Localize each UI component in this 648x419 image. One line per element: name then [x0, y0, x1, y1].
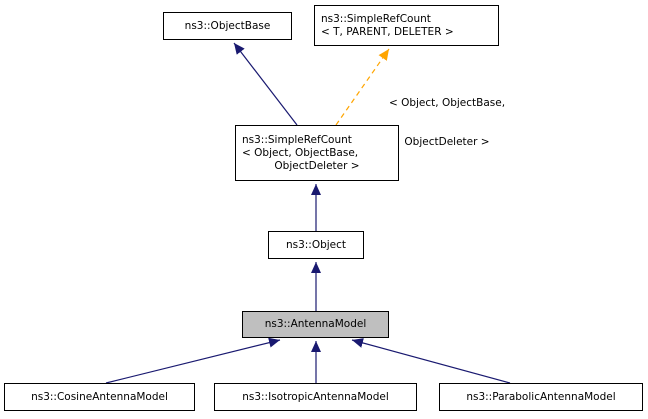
edge-parabolic-to-antennamodel — [351, 338, 511, 384]
node-object[interactable]: ns3::Object — [268, 231, 364, 259]
node-label-line3: ObjectDeleter > — [274, 159, 360, 172]
node-label: ns3::IsotropicAntennaModel — [242, 390, 389, 403]
edge-label-line2: ObjectDeleter > — [404, 136, 490, 148]
node-antenna-model[interactable]: ns3::AntennaModel — [242, 311, 389, 338]
node-label-line2: < T, PARENT, DELETER > — [321, 25, 454, 38]
node-parabolic-antenna-model[interactable]: ns3::ParabolicAntennaModel — [439, 383, 643, 411]
node-label: ns3::ParabolicAntennaModel — [466, 390, 616, 403]
node-label-line2: < Object, ObjectBase, — [242, 146, 359, 159]
node-label-line1: ns3::SimpleRefCount — [321, 12, 431, 25]
node-label: ns3::AntennaModel — [264, 318, 367, 330]
edge-cosine-to-antennamodel — [105, 337, 281, 384]
node-object-base[interactable]: ns3::ObjectBase — [163, 12, 292, 40]
edge-simplerefcount-to-objectbase — [233, 42, 298, 126]
node-label: ns3::ObjectBase — [184, 19, 271, 32]
edge-label-line1: < Object, ObjectBase, — [388, 97, 506, 109]
node-cosine-antenna-model[interactable]: ns3::CosineAntennaModel — [4, 383, 195, 411]
node-label-line1: ns3::SimpleRefCount — [242, 133, 352, 146]
template-edge-label: < Object, ObjectBase, ObjectDeleter > — [372, 71, 522, 162]
node-label: ns3::CosineAntennaModel — [31, 390, 168, 403]
node-label: ns3::Object — [285, 238, 347, 251]
node-simple-ref-count-object[interactable]: ns3::SimpleRefCount < Object, ObjectBase… — [235, 125, 399, 181]
node-isotropic-antenna-model[interactable]: ns3::IsotropicAntennaModel — [214, 383, 417, 411]
edge-template-instance — [335, 48, 390, 126]
node-simple-ref-count-template[interactable]: ns3::SimpleRefCount < T, PARENT, DELETER… — [314, 5, 499, 46]
